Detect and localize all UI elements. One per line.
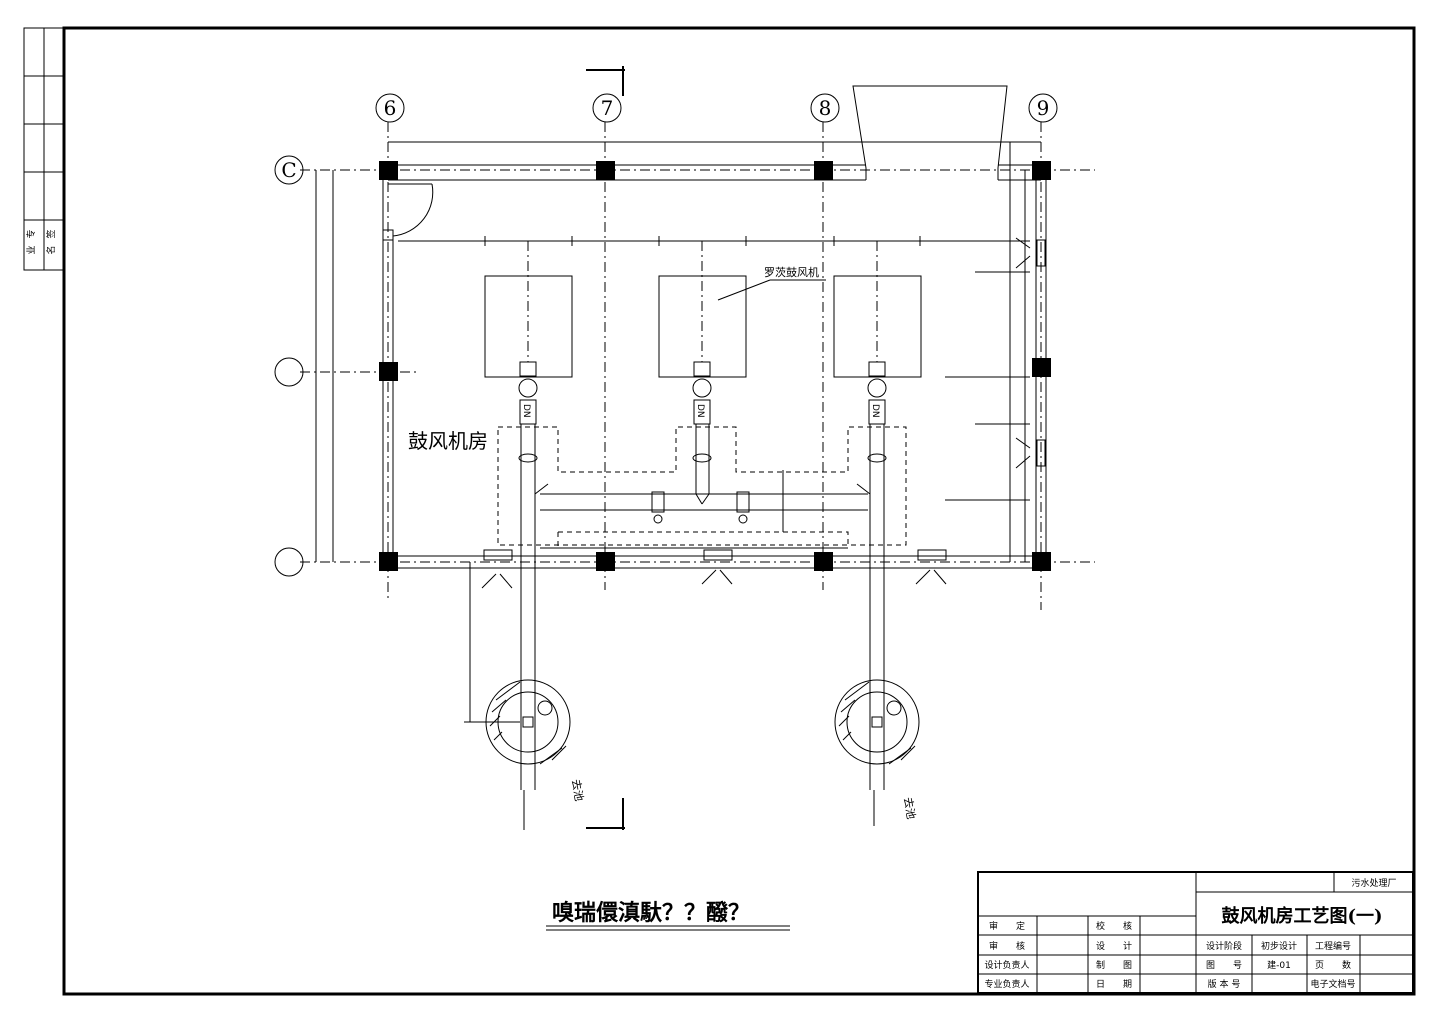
axis-bubble-a (274, 547, 304, 577)
axis-bubble-6: 6 (375, 93, 405, 123)
section-mark-top (586, 66, 625, 96)
axis-bubble-c: C (274, 155, 304, 185)
roof-canopy (852, 85, 1008, 180)
strip-text-d: 名 (45, 245, 57, 254)
foundation-outline (497, 426, 907, 546)
strip-text-a: 专 (25, 229, 37, 238)
svg-text:制 图: 制 图 (1096, 959, 1132, 971)
axis-bubble-b (274, 357, 304, 387)
aeration-well-left (485, 679, 571, 830)
axis-bubble-7: 7 (592, 93, 622, 123)
section-mark-bottom (586, 798, 625, 830)
svg-text:DN: DN (695, 404, 705, 418)
svg-text:校 核: 校 核 (1096, 920, 1132, 932)
svg-text:电子文档号: 电子文档号 (1310, 978, 1355, 990)
bottom-vents (481, 549, 947, 589)
room-name: 鼓风机房 (408, 429, 488, 453)
title-block: 污水处理厂 鼓风机房工艺图(一) 审 定 校 核 审 核 设 计 设计负责人 制… (977, 871, 1414, 994)
to-pool-label-right: 去池 (901, 796, 918, 820)
svg-text:8: 8 (819, 96, 832, 120)
aeration-well-right (834, 679, 920, 826)
blower-label: 罗茨鼓风机 (764, 265, 819, 279)
air-piping (464, 424, 887, 790)
svg-text:日 期: 日 期 (1096, 979, 1132, 990)
axis-grid (300, 122, 1095, 610)
blower-unit: DN (484, 241, 573, 425)
garbled-caption: 嗅瑞儇滇馱？？醱？ (552, 900, 750, 926)
strip-text-c: 签 (45, 229, 57, 238)
axis-bubble-8: 8 (810, 93, 840, 123)
svg-text:DN: DN (521, 404, 531, 418)
svg-text:图 号: 图 号 (1206, 960, 1242, 971)
svg-text:设 计: 设 计 (1096, 940, 1132, 952)
svg-text:初步设计: 初步设计 (1261, 940, 1297, 952)
svg-text:设计阶段: 设计阶段 (1206, 940, 1242, 952)
svg-text:审 核: 审 核 (989, 940, 1025, 952)
building-walls (382, 164, 1047, 569)
svg-text:审 定: 审 定 (989, 920, 1025, 932)
blower-unit: DN (658, 241, 747, 425)
svg-text:C: C (281, 158, 296, 182)
svg-text:DN: DN (870, 404, 880, 418)
strip-text-b: 业 (26, 245, 37, 254)
structural-columns (379, 161, 1051, 571)
sheet-border (62, 26, 1416, 996)
blower-unit: DN (833, 241, 922, 425)
equipment-dimension-line (398, 236, 1030, 246)
svg-text:工程编号: 工程编号 (1315, 940, 1351, 952)
svg-text:6: 6 (384, 96, 397, 120)
svg-text:建-01: 建-01 (1267, 959, 1291, 971)
wall-vents (945, 237, 1046, 501)
blower-leader (717, 279, 771, 301)
axis-bubble-9: 9 (1028, 93, 1058, 123)
to-pool-label-left: 去池 (569, 778, 586, 802)
svg-text:设计负责人: 设计负责人 (984, 959, 1029, 971)
company-name: 污水处理厂 (1351, 877, 1396, 889)
svg-text:专业负责人: 专业负责人 (984, 978, 1029, 990)
svg-text:7: 7 (601, 96, 614, 120)
drawing-title: 鼓风机房工艺图(一) (1221, 905, 1382, 927)
svg-text:版 本 号: 版 本 号 (1208, 978, 1241, 990)
svg-text:页 数: 页 数 (1315, 959, 1351, 971)
svg-text:9: 9 (1037, 96, 1050, 120)
side-signature-strip: 专 业 签 名 (23, 27, 65, 271)
